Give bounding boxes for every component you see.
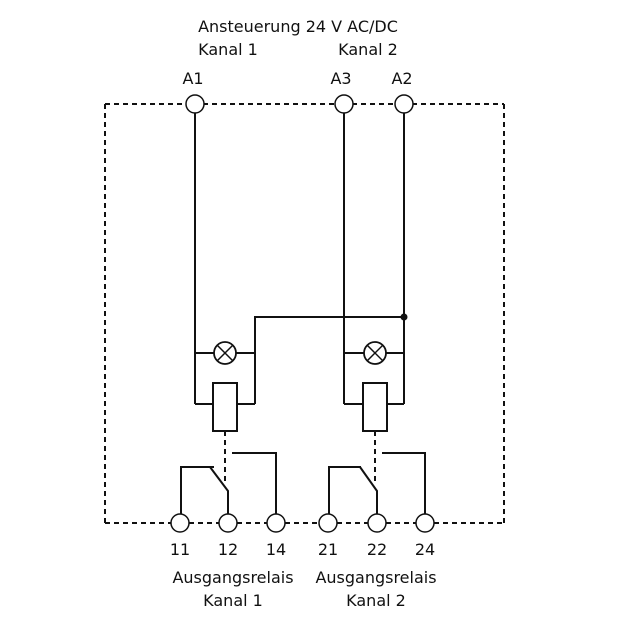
terminal-label-12: 12 <box>218 540 238 559</box>
output-relay-1-label: Ausgangsrelais <box>172 568 293 587</box>
terminal-icon <box>266 513 286 533</box>
terminal-label-a1: A1 <box>182 69 203 88</box>
contact-1-common <box>209 466 229 514</box>
terminal-icon <box>218 513 238 533</box>
output-relay-2-label: Ausgangsrelais <box>315 568 436 587</box>
junction-dot <box>400 313 408 321</box>
terminal-icon <box>170 513 190 533</box>
contact-1-nc <box>180 466 214 514</box>
channel-2-label: Kanal 2 <box>338 40 398 59</box>
input-terminals <box>185 94 414 114</box>
lamp-icon <box>363 341 387 365</box>
terminal-label-14: 14 <box>266 540 286 559</box>
output-terminals <box>170 513 435 533</box>
terminal-icon <box>367 513 387 533</box>
terminal-label-a2: A2 <box>391 69 412 88</box>
relay-channel-1 <box>180 341 277 514</box>
contact-2-no <box>382 452 426 514</box>
terminal-icon <box>415 513 435 533</box>
lamp-2-cross-b <box>366 344 384 362</box>
terminal-label-21: 21 <box>318 540 338 559</box>
contact-2-common <box>359 466 378 514</box>
terminal-icon <box>185 94 205 114</box>
contact-2-nc <box>328 466 361 514</box>
terminal-label-24: 24 <box>415 540 435 559</box>
relay-coil-icon <box>362 382 388 432</box>
control-voltage-title: Ansteuerung 24 V AC/DC <box>198 17 398 36</box>
terminal-icon <box>394 94 414 114</box>
output-relay-1-channel: Kanal 1 <box>203 591 263 610</box>
terminal-label-11: 11 <box>170 540 190 559</box>
wire-common-bridge <box>254 316 404 404</box>
terminal-label-22: 22 <box>367 540 387 559</box>
relay-channel-2 <box>328 341 426 514</box>
device-enclosure <box>104 103 505 524</box>
channel-1-label: Kanal 1 <box>198 40 258 59</box>
output-relay-2-channel: Kanal 2 <box>346 591 406 610</box>
relay-coil-icon <box>212 382 238 432</box>
terminal-label-a3: A3 <box>330 69 351 88</box>
lamp-icon <box>213 341 237 365</box>
contact-1-no <box>232 452 277 514</box>
supply-wiring <box>194 113 408 404</box>
terminal-icon <box>334 94 354 114</box>
lamp-1-cross-b <box>216 344 234 362</box>
terminal-icon <box>318 513 338 533</box>
